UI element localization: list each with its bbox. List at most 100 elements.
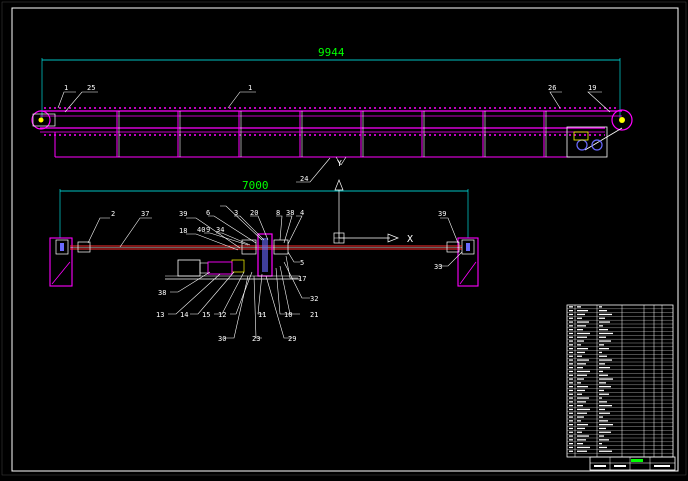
tail-hub	[38, 117, 44, 123]
y-arrow-right	[340, 156, 347, 166]
parts-cell-mark	[569, 336, 573, 338]
label-2: 2	[111, 210, 115, 218]
parts-cell-mark	[599, 363, 605, 365]
label-8: 8	[276, 209, 280, 217]
top-label-19: 19	[588, 84, 596, 92]
parts-cell-mark	[577, 313, 585, 316]
tail-frame	[32, 113, 56, 127]
parts-cell-mark	[577, 416, 584, 418]
dimension-label-bottom: 7000	[242, 179, 269, 192]
parts-list-columns	[574, 305, 663, 457]
parts-cell-mark	[577, 321, 589, 323]
title-green-mark	[631, 459, 643, 462]
motor-body	[177, 259, 201, 277]
parts-cell-mark	[569, 321, 573, 323]
parts-cell-mark	[599, 306, 602, 308]
label-18: 18	[179, 227, 187, 235]
parts-cell-mark	[599, 408, 605, 411]
parts-cell-mark	[569, 340, 573, 342]
parts-cell-mark	[577, 412, 587, 414]
parts-cell-mark	[599, 439, 609, 441]
parts-cell-mark	[577, 408, 590, 411]
parts-cell-mark	[599, 427, 606, 430]
center-right-block	[273, 239, 289, 255]
parts-cell-mark	[599, 416, 603, 418]
parts-cell-mark	[577, 431, 582, 433]
parts-cell-mark	[569, 435, 573, 437]
parts-cell-mark	[577, 363, 586, 365]
parts-cell-mark	[569, 355, 573, 357]
parts-cell-mark	[599, 450, 612, 452]
parts-cell-mark	[577, 348, 588, 350]
tail-sprocket	[31, 110, 51, 130]
parts-cell-mark	[569, 351, 573, 354]
parts-cell-mark	[577, 351, 585, 354]
parts-cell-mark	[577, 389, 585, 392]
parts-cell-mark	[569, 424, 573, 426]
parts-cell-mark	[599, 420, 608, 422]
parts-cell-mark	[577, 329, 583, 331]
title-block-border	[589, 456, 676, 471]
parts-cell-mark	[577, 443, 583, 445]
parts-cell-mark	[569, 325, 573, 327]
parts-cell-mark	[599, 424, 613, 426]
frame-white-verticals	[118, 111, 547, 157]
parts-cell-mark	[569, 393, 573, 395]
parts-cell-mark	[599, 321, 610, 323]
right-coupling	[446, 241, 460, 253]
bottom-plan-view: 7000	[49, 179, 479, 343]
title-block	[589, 456, 676, 471]
parts-cell-mark	[577, 393, 582, 395]
label-20: 20	[250, 209, 258, 217]
parts-cell-mark	[599, 336, 606, 338]
parts-cell-mark	[599, 348, 609, 350]
parts-cell-mark	[577, 332, 590, 335]
label-30: 30	[218, 335, 226, 343]
parts-cell-mark	[569, 446, 573, 449]
top-label-26: 26	[548, 84, 556, 92]
right-bearing-core	[466, 243, 470, 251]
parts-cell-mark	[577, 378, 584, 380]
dimension-label-top: 9944	[318, 46, 345, 59]
parts-cell-mark	[577, 435, 589, 437]
parts-cell-mark	[599, 382, 606, 384]
label-10: 10	[284, 311, 292, 319]
label-40: 40	[197, 226, 205, 234]
motor-end	[199, 262, 209, 274]
center-gear-core	[262, 238, 268, 272]
parts-cell-mark	[569, 370, 573, 373]
reducer-body	[207, 261, 233, 275]
parts-cell-mark	[569, 363, 573, 365]
parts-cell-mark	[577, 359, 589, 361]
parts-cell-mark	[569, 313, 573, 316]
parts-cell-mark	[569, 427, 573, 430]
left-end-frame	[49, 237, 73, 287]
label-32: 32	[310, 295, 318, 303]
parts-cell-mark	[569, 317, 573, 319]
left-coupling	[77, 241, 91, 253]
label-21: 21	[310, 311, 318, 319]
parts-cell-mark	[569, 416, 573, 418]
label-29: 29	[288, 335, 296, 343]
parts-cell-mark	[599, 389, 604, 392]
label-14: 14	[180, 311, 188, 319]
label-38-top: 38	[286, 209, 294, 217]
parts-cell-mark	[569, 367, 573, 369]
label-17: 17	[298, 275, 306, 283]
title-text-mark-3	[654, 465, 670, 467]
drive-stand	[566, 126, 608, 158]
parts-cell-mark	[569, 389, 573, 392]
parts-cell-mark	[599, 435, 604, 437]
parts-cell-mark	[569, 405, 573, 407]
drive-motor-wheel-1	[576, 139, 588, 151]
parts-cell-mark	[569, 332, 573, 335]
parts-cell-mark	[599, 355, 607, 357]
parts-cell-mark	[569, 329, 573, 331]
frame-verticals	[116, 111, 545, 157]
parts-cell-mark	[577, 401, 586, 403]
label-37: 37	[141, 210, 149, 218]
parts-cell-mark	[599, 325, 603, 327]
left-bearing-core	[60, 243, 64, 251]
label-15: 15	[202, 311, 210, 319]
parts-cell-mark	[577, 382, 581, 384]
